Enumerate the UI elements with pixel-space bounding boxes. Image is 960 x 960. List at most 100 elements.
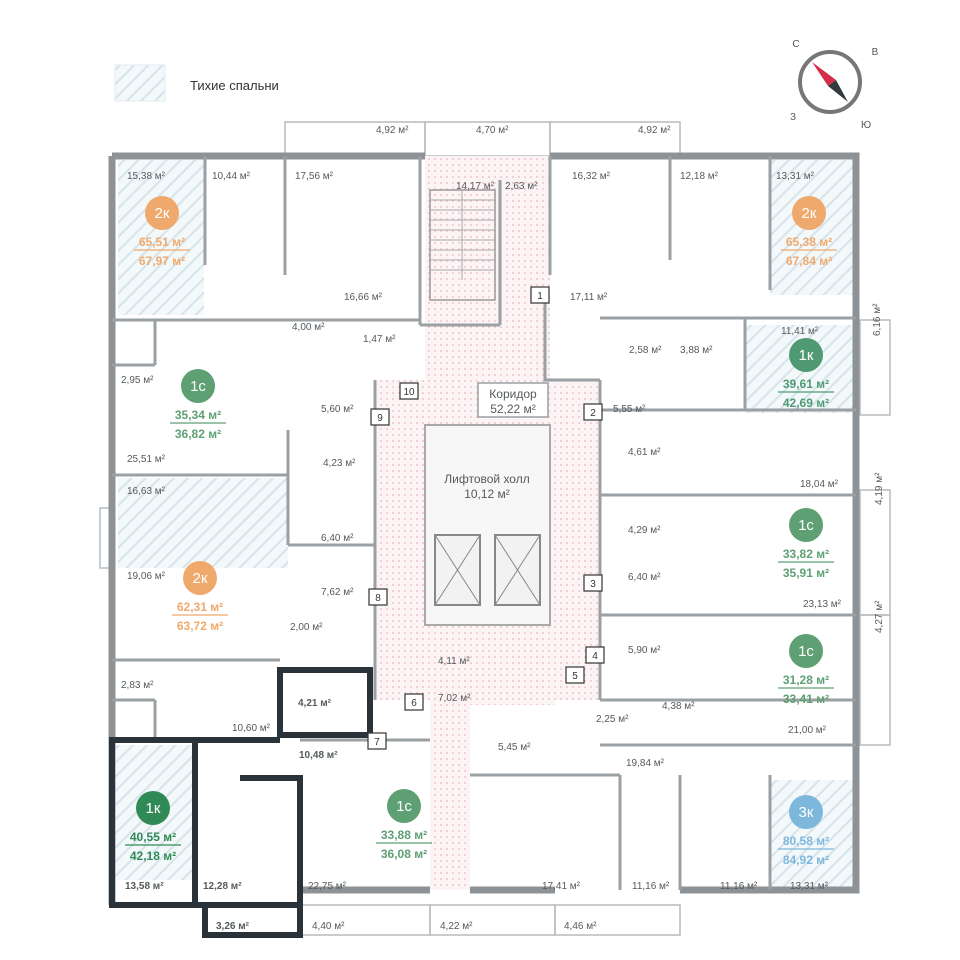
apartment-area: 65,38 м²: [786, 235, 832, 249]
door-number-4: 4: [585, 646, 605, 664]
room-area-label: 4,40 м²: [312, 921, 345, 932]
apartment-gross-area: 67,97 м²: [139, 254, 185, 268]
hall-area: 10,12 м²: [464, 487, 510, 501]
room-area-label: 7,02 м²: [438, 693, 471, 704]
common-areas: Коридор 52,22 м² Лифтовой холл 10,12 м²: [444, 382, 549, 501]
door-number-6: 6: [404, 693, 424, 711]
door-number-10: 10: [399, 382, 419, 400]
room-area-label: 16,32 м²: [572, 171, 611, 182]
apartment-gross-area: 33,41 м²: [783, 692, 829, 706]
apartment-type: 1с: [798, 517, 814, 534]
apartment-type: 1с: [190, 378, 206, 395]
room-area-label: 2,95 м²: [121, 375, 154, 386]
legend-label: Тихие спальни: [190, 78, 279, 93]
room-area-label: 4,46 м²: [564, 921, 597, 932]
room-area-label: 11,41 м²: [781, 326, 819, 337]
interior-walls: [112, 156, 856, 890]
apartment-gross-area: 42,69 м²: [783, 396, 829, 410]
legend: Тихие спальни: [114, 64, 279, 102]
room-area-label: 23,13 м²: [803, 599, 842, 610]
apartment-area: 31,28 м²: [783, 673, 829, 687]
door-number-3: 3: [583, 574, 603, 592]
apartment-badge: [145, 196, 179, 230]
room-area-label: 16,66 м²: [344, 292, 383, 303]
room-area-label: 12,18 м²: [680, 171, 719, 182]
door-number-label: 6: [411, 698, 417, 709]
door-number-label: 3: [590, 579, 596, 590]
room-area-label: 3,26 м²: [216, 921, 250, 932]
room-area-label: 22,75 м²: [308, 881, 347, 892]
room-area-label: 1,47 м²: [363, 334, 396, 345]
door-number-label: 1: [537, 291, 543, 302]
apartment-type: 1с: [396, 798, 412, 815]
door-number-label: 5: [572, 671, 578, 682]
room-area-label: 4,00 м²: [292, 322, 325, 333]
apartment-badge: [789, 508, 823, 542]
door-number-5: 5: [565, 666, 585, 684]
room-area-label: 6,16 м²: [872, 303, 883, 336]
door-number-label: 10: [403, 387, 415, 398]
room-area-label: 4,92 м²: [638, 125, 671, 136]
room-area-label: 4,22 м²: [440, 921, 473, 932]
room-area-label: 17,11 м²: [570, 292, 608, 303]
room-area-label: 2,25 м²: [596, 714, 629, 725]
room-area-label: 10,44 м²: [212, 171, 251, 182]
room-area-label: 4,70 м²: [476, 125, 509, 136]
corridor-area: 52,22 м²: [490, 402, 536, 416]
compass-icon: С В Ю З: [790, 39, 879, 131]
apartment-gross-area: 35,91 м²: [783, 566, 829, 580]
apartment-3[interactable]: 1с 35,34 м² 36,82 м²: [170, 369, 226, 441]
apartment-badge: [136, 791, 170, 825]
apartment-type: 1с: [798, 643, 814, 660]
apartment-7[interactable]: 1с 31,28 м² 33,41 м²: [778, 634, 834, 706]
apartment-gross-area: 36,08 м²: [381, 847, 427, 861]
door-number-label: 2: [590, 408, 596, 419]
room-area-label: 6,40 м²: [321, 533, 354, 544]
apartment-area: 35,34 м²: [175, 408, 221, 422]
apartment-area: 40,55 м²: [130, 830, 176, 844]
room-area-label: 11,16 м²: [720, 881, 758, 892]
room-area-label: 10,60 м²: [232, 723, 271, 734]
room-area-label: 19,84 м²: [626, 758, 665, 769]
room-area-label: 21,00 м²: [788, 725, 827, 736]
door-number-label: 8: [375, 593, 381, 604]
apartment-type: 1к: [146, 800, 161, 817]
room-area-label: 2,63 м²: [505, 181, 538, 192]
hall-name: Лифтовой холл: [444, 472, 529, 486]
selected-apartment-outline: [109, 667, 373, 938]
apartment-gross-area: 42,18 м²: [130, 849, 176, 863]
room-area-label: 13,31 м²: [790, 881, 829, 892]
room-area-label: 4,19 м²: [874, 472, 885, 505]
apartment-8[interactable]: 1к 40,55 м² 42,18 м²: [125, 791, 181, 863]
corridor: [375, 156, 600, 890]
apartment-gross-area: 63,72 м²: [177, 619, 223, 633]
door-number-label: 4: [592, 651, 598, 662]
room-area-label: 14,17 м²: [456, 181, 495, 192]
door-number-8: 8: [368, 588, 388, 606]
room-area-label: 5,55 м²: [613, 404, 646, 415]
apartment-area: 65,51 м²: [139, 235, 185, 249]
apartment-badge: [789, 634, 823, 668]
apartment-gross-area: 36,82 м²: [175, 427, 221, 441]
room-area-label: 5,45 м²: [498, 742, 531, 753]
apartment-badge: [792, 196, 826, 230]
door-number-7: 7: [367, 732, 387, 750]
room-area-label: 4,29 м²: [628, 525, 661, 536]
door-number-2: 2: [583, 403, 603, 421]
room-area-label: 6,40 м²: [628, 572, 661, 583]
room-area-label: 11,16 м²: [632, 881, 670, 892]
apartment-type: 1к: [799, 347, 814, 364]
room-area-label: 2,58 м²: [629, 345, 662, 356]
room-area-label: 13,31 м²: [776, 171, 815, 182]
room-area-label: 4,61 м²: [628, 447, 661, 458]
door-number-9: 9: [370, 408, 390, 426]
